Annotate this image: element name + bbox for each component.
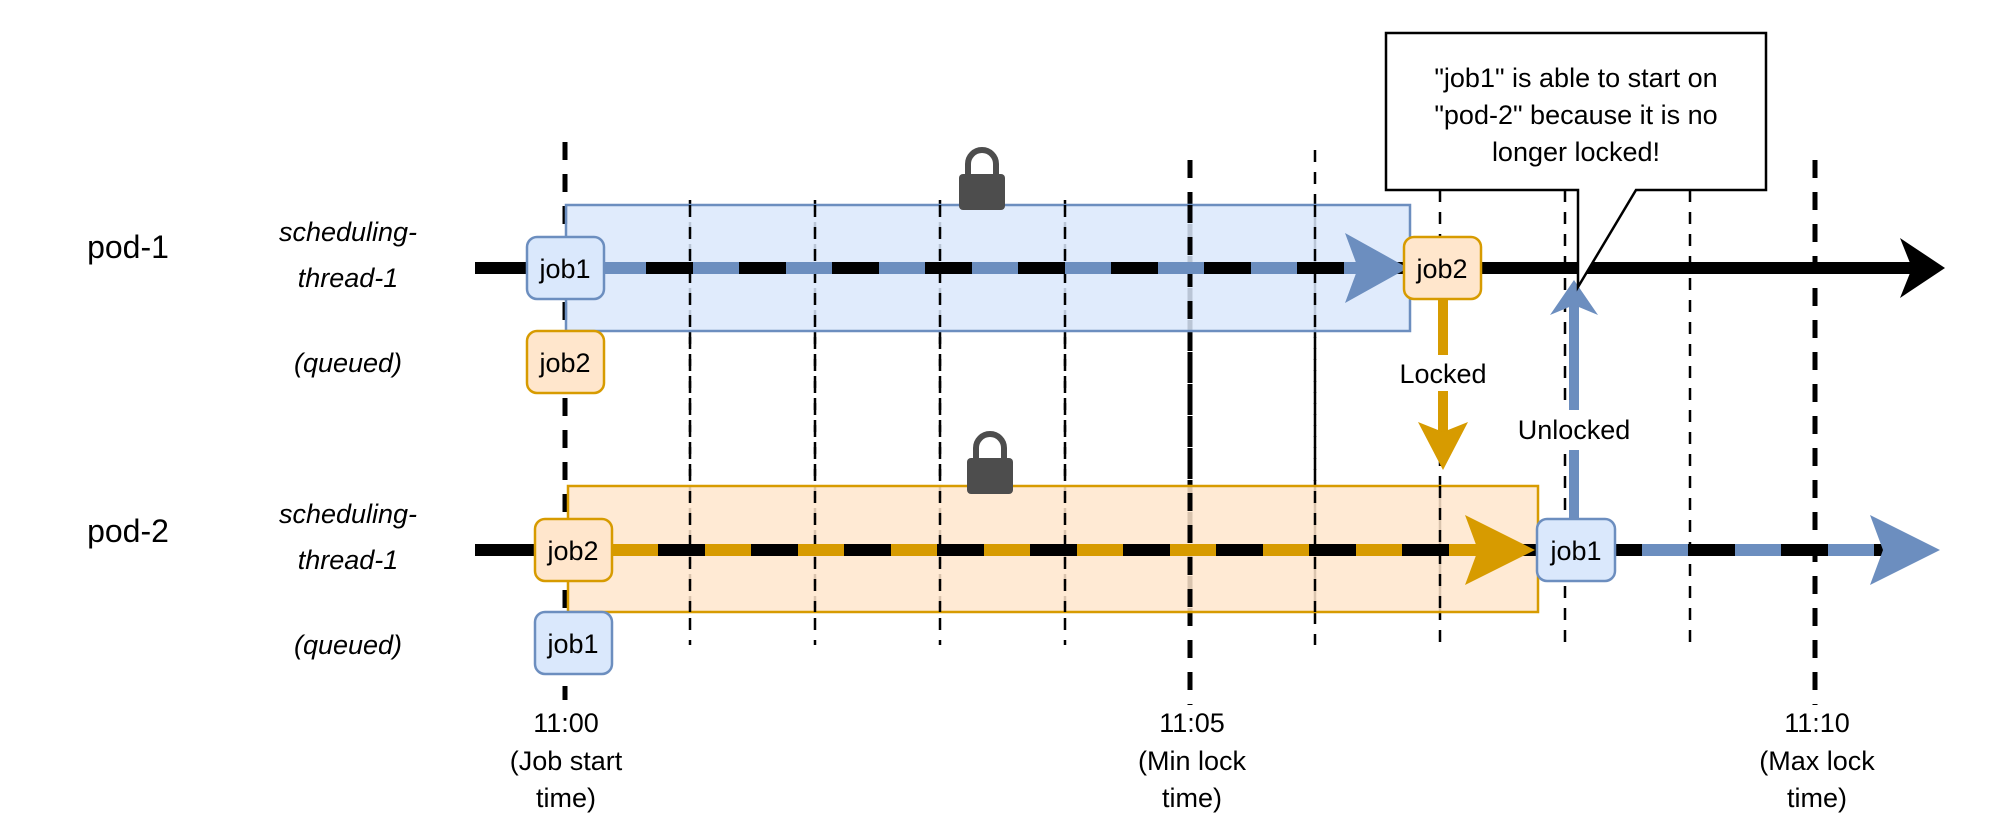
job-label: job1 — [546, 629, 598, 659]
time-note-line1: (Job start — [510, 746, 623, 776]
job-label: job2 — [1415, 254, 1467, 284]
callout-line-1: "job1" is able to start on — [1434, 63, 1717, 93]
time-value: 11:00 — [533, 708, 599, 738]
time-value: 11:05 — [1159, 708, 1225, 738]
job-label: job2 — [538, 348, 590, 378]
time-note-line2: time) — [1787, 783, 1847, 813]
time-label-1100: 11:00 (Job start time) — [510, 708, 623, 813]
pod1-label: pod-1 — [87, 229, 169, 265]
pod2-queued-job-box[interactable]: job1 — [533, 610, 614, 676]
job-label: job1 — [538, 254, 590, 284]
pod1-queued-job-box[interactable]: job2 — [525, 329, 606, 395]
callout: "job1" is able to start on "pod-2" becau… — [1384, 31, 1768, 292]
time-value: 11:10 — [1784, 708, 1850, 738]
lock-icon — [959, 147, 1005, 210]
time-label-1110: 11:10 (Max lock time) — [1759, 708, 1875, 813]
unlocked-label: Unlocked — [1518, 415, 1631, 445]
time-note-line1: (Max lock — [1759, 746, 1875, 776]
pod2-queued-label: (queued) — [294, 630, 402, 660]
unlocked-arrow: Unlocked — [1508, 280, 1640, 522]
lock-icon — [967, 431, 1013, 494]
job-label: job1 — [1549, 536, 1601, 566]
time-note-line2: time) — [536, 783, 596, 813]
pod1-thread-label-line2: thread-1 — [298, 263, 399, 293]
pod1-queued-label: (queued) — [294, 348, 402, 378]
pod1-running-job-box[interactable]: job1 — [525, 235, 606, 301]
pod2-running-job-box[interactable]: job2 — [533, 517, 614, 583]
pod2-thread-label-line1: scheduling- — [279, 499, 417, 529]
callout-line-2: "pod-2" because it is no — [1434, 100, 1717, 130]
pod2-next-job-box[interactable]: job1 — [1535, 517, 1617, 583]
pod2-timeline — [475, 515, 1940, 585]
pod2-job2-progress-arrowhead — [1465, 515, 1535, 585]
time-label-1105: 11:05 (Min lock time) — [1138, 708, 1247, 813]
locked-arrow: Locked — [1392, 300, 1494, 470]
pod1-thread-label-line1: scheduling- — [279, 217, 417, 247]
pod1-next-job-box[interactable]: job2 — [1402, 235, 1483, 301]
time-note-line2: time) — [1162, 783, 1222, 813]
pod1-job1-progress-arrowhead — [1345, 233, 1408, 303]
callout-line-3: longer locked! — [1492, 137, 1660, 167]
pod1-timeline-arrowhead — [1900, 238, 1945, 298]
time-note-line1: (Min lock — [1138, 746, 1247, 776]
job-label: job2 — [546, 536, 598, 566]
pod2-thread-label-line2: thread-1 — [298, 545, 399, 575]
pod1-timeline — [475, 233, 1945, 303]
locked-label: Locked — [1399, 359, 1486, 389]
pod2-timeline-arrowhead — [1870, 515, 1940, 585]
pod2-label: pod-2 — [87, 513, 169, 549]
